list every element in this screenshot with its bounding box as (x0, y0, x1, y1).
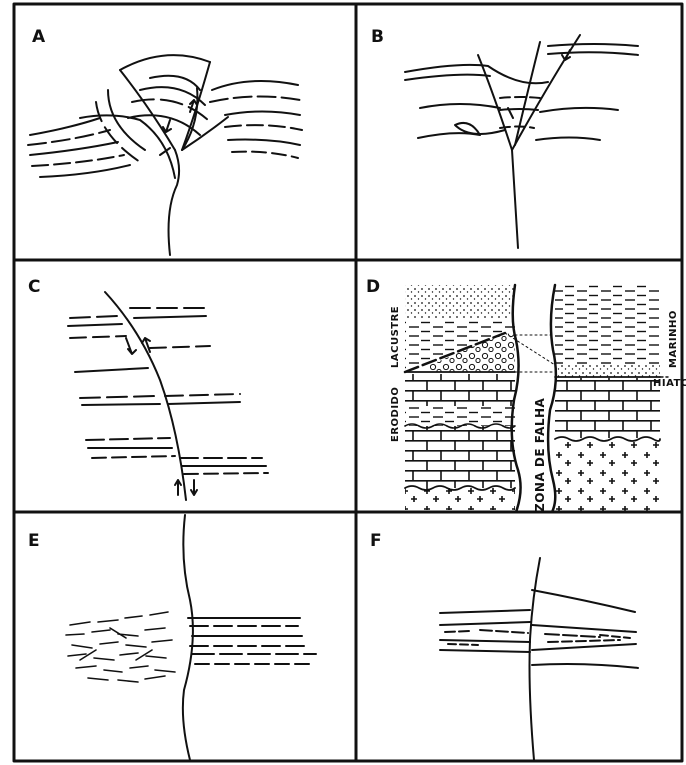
panel-d-drawing: LACUSTRE ERODIDO MARINHO HIATO ZONA DE F… (390, 285, 686, 512)
panel-c-drawing (68, 292, 268, 500)
panel-b-drawing (405, 35, 638, 248)
label-marinho: MARINHO (668, 310, 679, 368)
panel-label-c: C (28, 277, 40, 297)
label-hiato: HIATO (653, 378, 686, 389)
panel-a-drawing (28, 55, 302, 255)
panel-label-f: F (370, 531, 382, 551)
panel-label-b: B (371, 27, 384, 47)
panel-label-a: A (32, 27, 46, 47)
panel-label-d: D (366, 277, 380, 297)
panel-e-drawing (66, 515, 316, 760)
label-zona-de-falha: ZONA DE FALHA (533, 397, 547, 512)
panel-f-drawing (440, 558, 638, 760)
panel-label-e: E (28, 531, 40, 551)
label-lacustre: LACUSTRE (390, 306, 401, 368)
label-erodido: ERODIDO (390, 387, 401, 442)
